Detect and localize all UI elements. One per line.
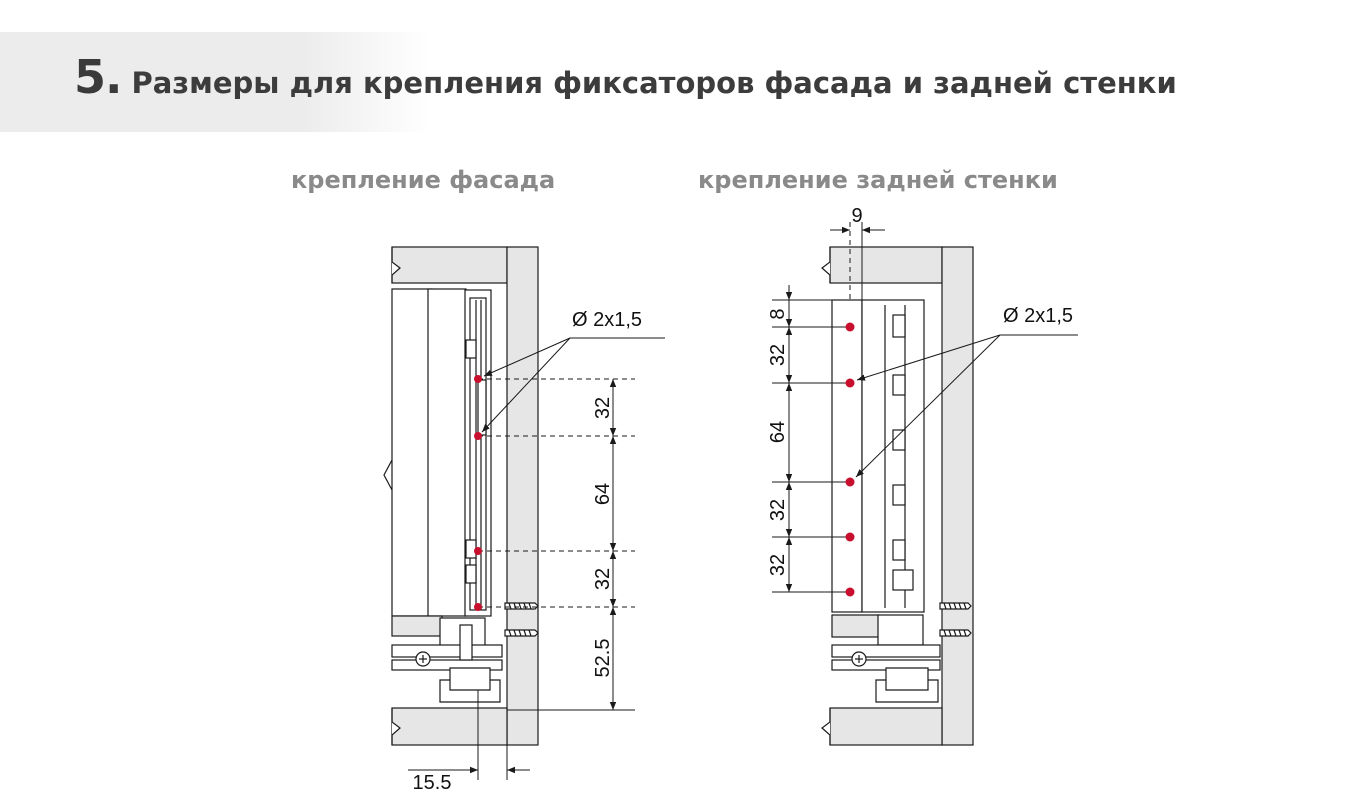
front-leader-lines xyxy=(481,337,665,433)
back-bottom-panel xyxy=(829,707,943,746)
back-top-panel xyxy=(829,246,943,284)
back-hole-label: Ø 2x1,5 xyxy=(1003,305,1073,327)
back-mount-label: крепление задней стенки xyxy=(698,166,1058,194)
page-title: 5. Размеры для крепления фиксаторов фаса… xyxy=(74,50,1177,110)
back-dim-64: 64 xyxy=(767,421,789,443)
front-dim-32b: 32 xyxy=(592,568,614,590)
front-dim-64: 64 xyxy=(592,483,614,505)
front-dim-15-5: 15.5 xyxy=(413,772,452,794)
back-hole-5 xyxy=(845,587,855,597)
front-side-wall xyxy=(506,246,539,746)
front-dim-32a: 32 xyxy=(592,397,614,419)
back-hole-4 xyxy=(845,532,855,542)
front-hole-label: Ø 2x1,5 xyxy=(572,309,642,331)
back-side-wall xyxy=(941,246,974,746)
front-screw-1 xyxy=(504,602,539,610)
back-leader-lines xyxy=(855,334,1078,478)
front-hole-2 xyxy=(474,432,482,440)
front-extension-lines xyxy=(478,378,635,608)
front-dim-52-5: 52.5 xyxy=(592,639,614,678)
section-number: 5. xyxy=(74,50,122,104)
front-mount-label: крепление фасада xyxy=(291,166,556,194)
back-dim-32a: 32 xyxy=(767,344,789,366)
back-dim-9: 9 xyxy=(851,205,862,227)
front-hole-4 xyxy=(474,603,482,611)
back-hole-1 xyxy=(845,322,855,332)
header-band xyxy=(0,32,430,132)
back-dim-32c: 32 xyxy=(767,554,789,576)
front-bottom-dim xyxy=(408,690,530,780)
back-hole-2 xyxy=(845,378,855,388)
front-screw-2 xyxy=(504,629,539,637)
back-screw-1 xyxy=(939,602,972,610)
back-drawing xyxy=(821,246,974,746)
front-hole-1 xyxy=(474,375,482,383)
front-drawing xyxy=(383,246,539,746)
front-top-panel xyxy=(391,246,508,284)
back-screw-2 xyxy=(939,629,972,637)
section-title: Размеры для крепления фиксаторов фасада … xyxy=(131,66,1177,100)
front-hole-3 xyxy=(474,547,482,555)
back-holes xyxy=(845,322,855,597)
front-holes xyxy=(474,375,482,611)
back-top-dim xyxy=(830,222,885,300)
back-hole-3 xyxy=(845,477,855,487)
back-dim-32b: 32 xyxy=(767,499,789,521)
front-bottom-panel xyxy=(391,707,508,746)
back-extension-lines xyxy=(772,299,850,593)
back-dim-8: 8 xyxy=(767,308,789,319)
